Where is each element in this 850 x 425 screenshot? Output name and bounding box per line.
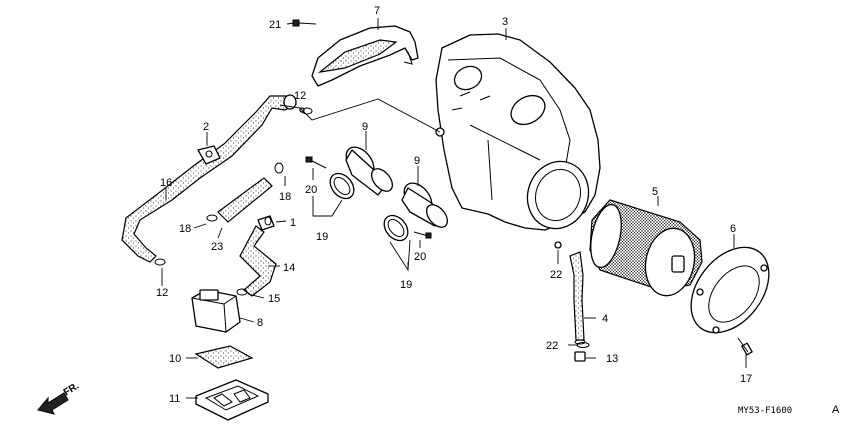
short-hose — [217, 177, 273, 223]
separator-case — [191, 289, 241, 333]
callout-9-lower: 9 — [414, 155, 420, 167]
connecting-tube-lower — [401, 182, 449, 228]
drain-plug — [574, 351, 586, 362]
callout-18-left: 18 — [179, 223, 191, 235]
clip-15 — [236, 288, 248, 296]
separator-pad — [194, 345, 254, 369]
callout-12-upper: 12 — [294, 90, 306, 102]
callout-21: 21 — [269, 19, 281, 31]
clip-12-upper — [299, 107, 313, 115]
callout-3: 3 — [502, 16, 508, 28]
callout-20-upper: 20 — [305, 184, 317, 196]
clip-22-upper — [554, 241, 562, 249]
callout-19-lower: 19 — [400, 279, 412, 291]
callout-5: 5 — [652, 186, 658, 198]
clip-18-left — [206, 214, 218, 222]
callout-9-upper: 9 — [362, 121, 368, 133]
air-filter-element — [589, 199, 703, 297]
callout-8: 8 — [257, 317, 263, 329]
callout-7: 7 — [374, 5, 380, 17]
callout-20-lower: 20 — [414, 251, 426, 263]
joint-fitting — [257, 215, 275, 231]
screw-20-upper — [305, 156, 327, 169]
air-cleaner-cover — [311, 25, 419, 87]
callout-11: 11 — [169, 393, 180, 405]
callout-23: 23 — [211, 241, 223, 253]
callout-labels: 7 3 21 12 2 9 9 16 20 18 5 1 18 6 19 23 … — [156, 5, 752, 405]
callout-14: 14 — [283, 262, 295, 274]
leader-lines — [161, 18, 747, 399]
callout-6: 6 — [730, 223, 736, 235]
callout-13: 13 — [606, 353, 618, 365]
separator-tray — [195, 379, 269, 421]
front-direction-arrow — [37, 392, 69, 415]
callout-17: 17 — [740, 373, 752, 385]
callout-22-upper: 22 — [550, 269, 562, 281]
clip-18-right — [274, 162, 284, 174]
drain-tube — [569, 251, 586, 345]
callout-19-upper: 19 — [316, 231, 328, 243]
element-cover — [690, 246, 770, 334]
bolt-17 — [737, 337, 753, 356]
tube-band-upper — [329, 172, 355, 200]
callout-1: 1 — [290, 217, 296, 229]
clip-12-lower — [154, 258, 166, 266]
callout-2: 2 — [203, 121, 209, 133]
drawing-code: MY53-F1600 — [738, 406, 792, 416]
callout-15: 15 — [268, 293, 280, 305]
separator-hose — [239, 225, 277, 297]
air-cleaner-housing — [435, 33, 601, 231]
callout-16: 16 — [160, 177, 172, 189]
callout-10: 10 — [169, 353, 181, 365]
screw-20-lower — [413, 231, 432, 239]
callout-4: 4 — [602, 313, 608, 325]
hose-clamp — [197, 145, 221, 165]
callout-22-lower: 22 — [546, 340, 558, 352]
callout-18-right: 18 — [279, 191, 291, 203]
bolt-21 — [292, 19, 317, 27]
connecting-tube-upper — [345, 146, 394, 196]
drawing-code-mark: A — [832, 404, 840, 416]
callout-12-lower: 12 — [156, 287, 168, 299]
tube-band-lower — [383, 214, 409, 242]
